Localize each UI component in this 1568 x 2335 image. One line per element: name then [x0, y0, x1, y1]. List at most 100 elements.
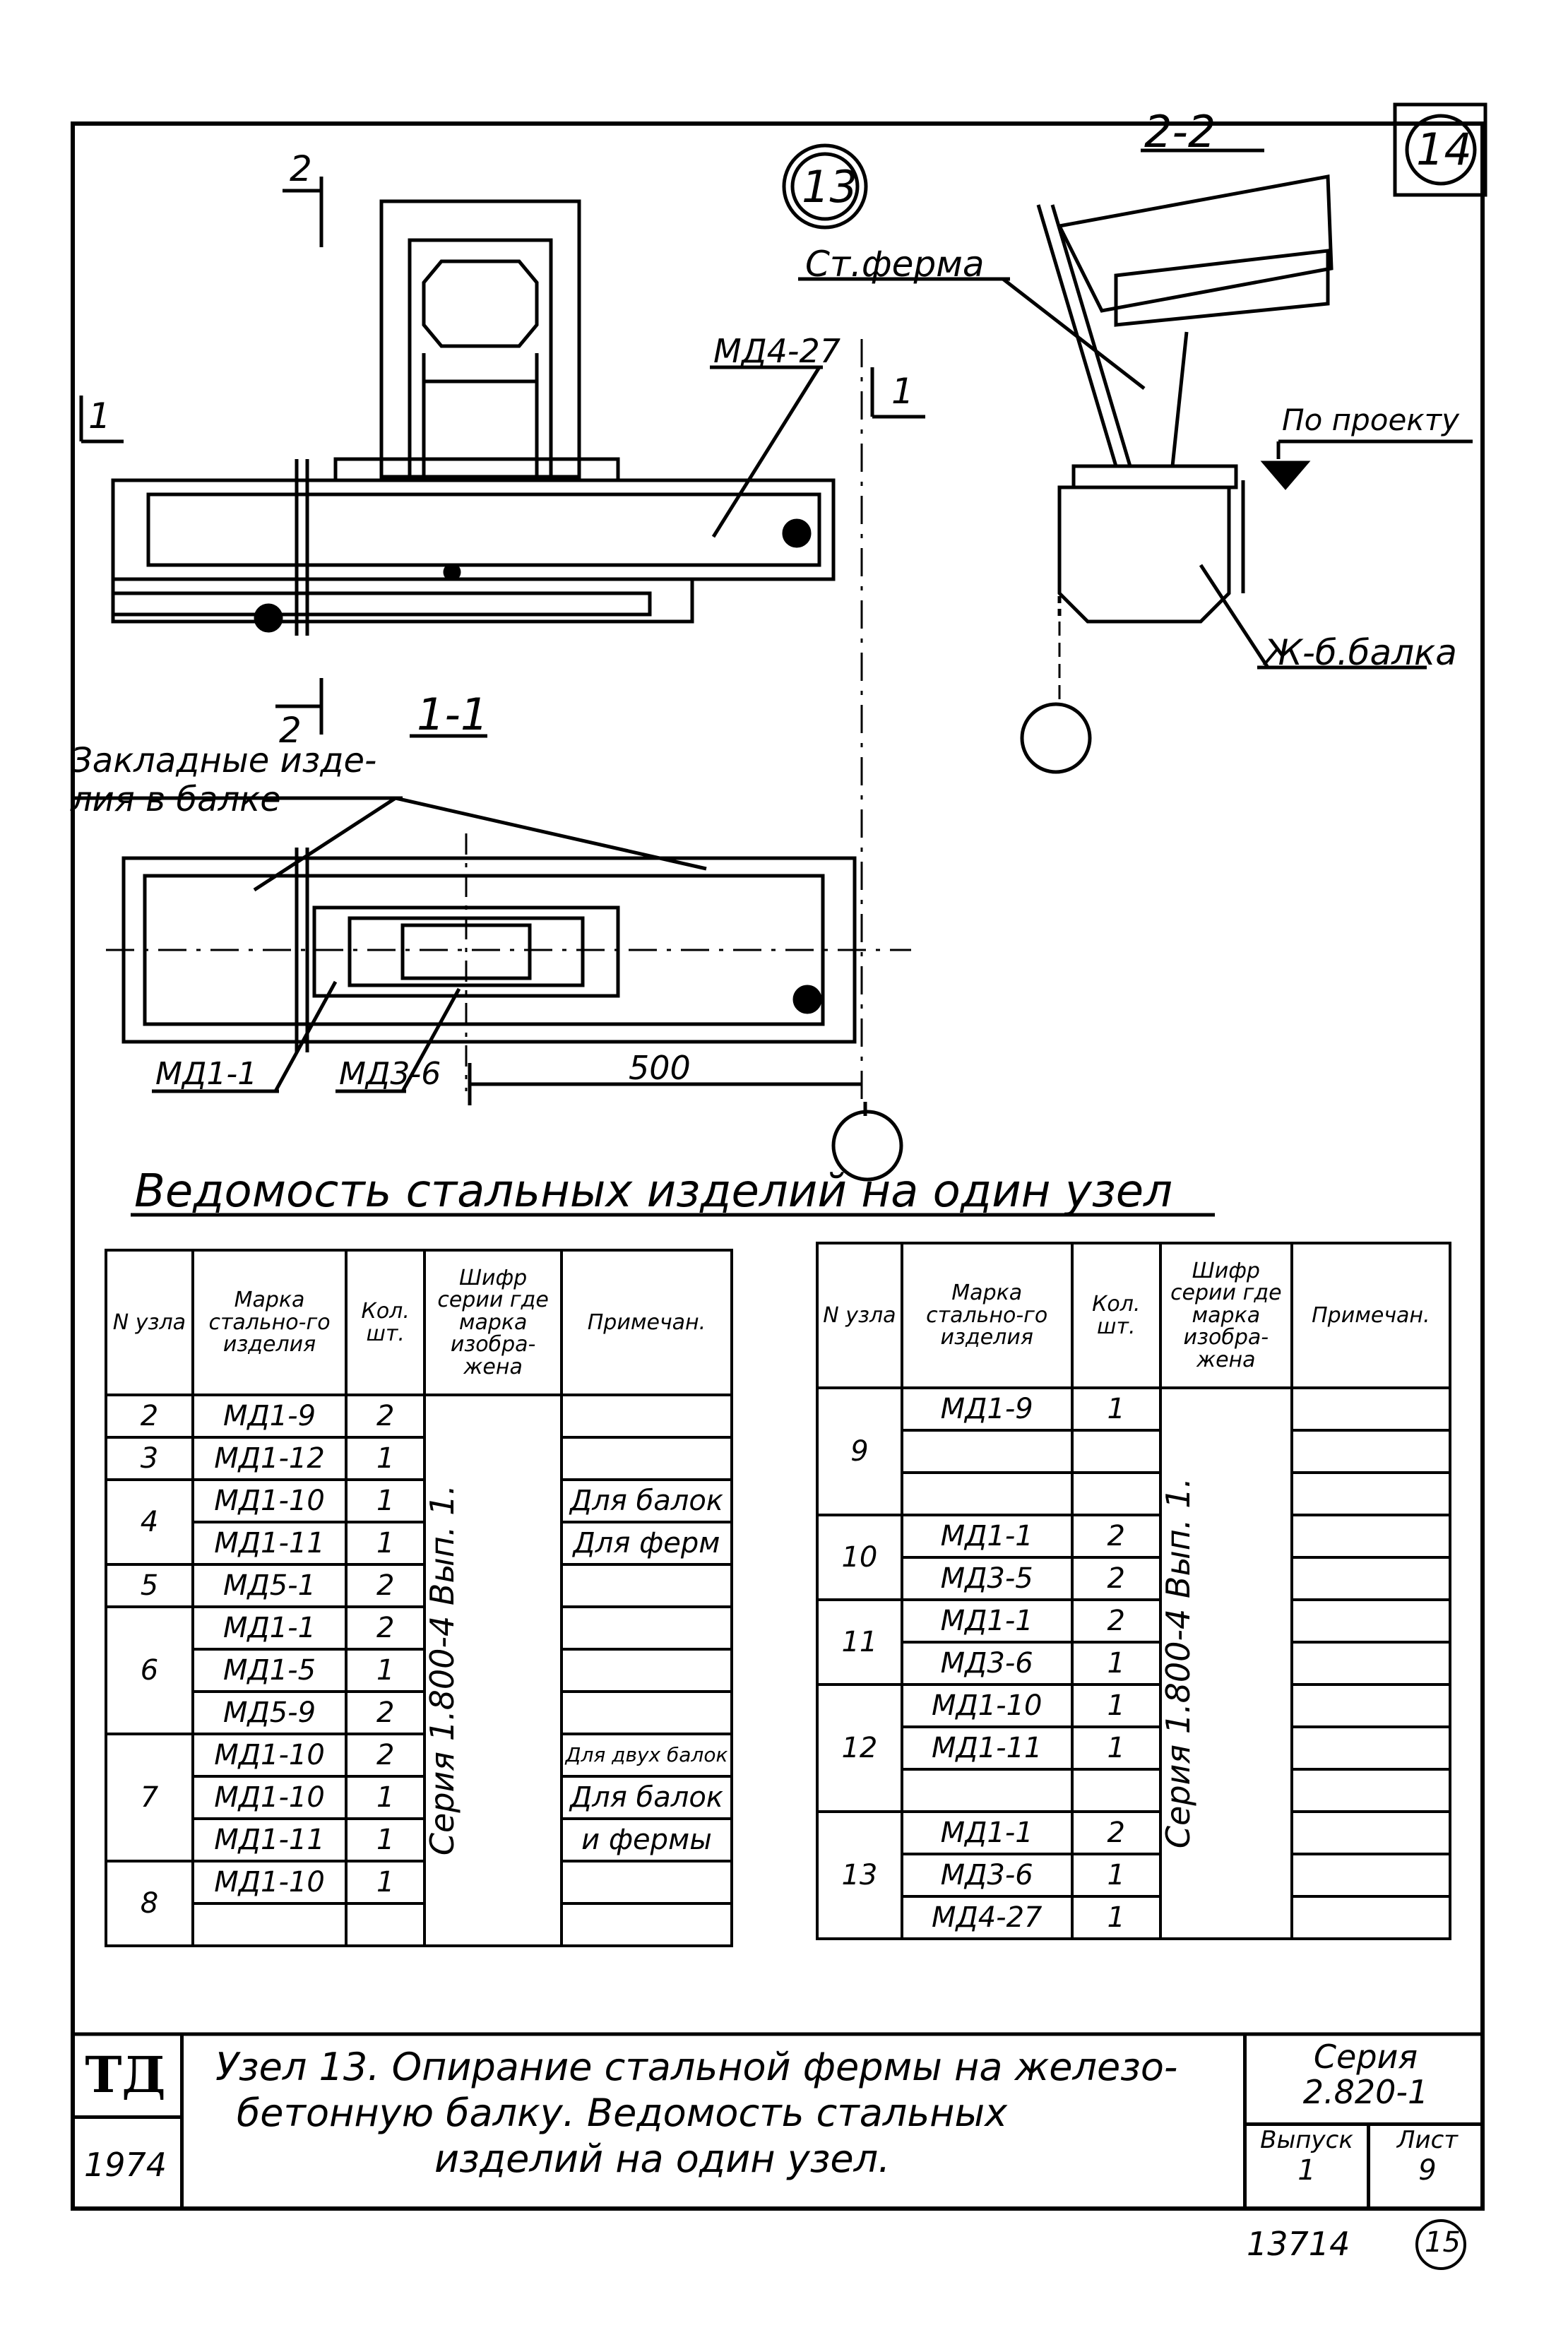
dimension-500: 500 [629, 1049, 691, 1087]
series-block: Серия 2.820-1 Выпуск 1 Лист 9 [1243, 2034, 1485, 2211]
cell-note: и фермы [559, 1817, 734, 1862]
cell-qty: 1 [345, 1817, 427, 1862]
cell-qty: 1 [1070, 1853, 1162, 1898]
table-row: МД3-5 2 [817, 1556, 1452, 1601]
title-block-org-cell: ТД 1974 [71, 2034, 184, 2211]
table-row: 5 МД5-1 2 [105, 1563, 734, 1608]
table-row [817, 1429, 1452, 1474]
axis-marker-right [1020, 702, 1092, 774]
cell-mark: МД1-11 [900, 1725, 1074, 1771]
table-header-row: N узла Марка стально-го изделия Кол. шт.… [816, 1242, 1452, 1389]
cell-qty: 1 [1070, 1641, 1162, 1686]
cell-mark: МД1-1 [900, 1810, 1074, 1855]
cell-qty: 1 [345, 1478, 427, 1523]
table-row: 13 МД1-1 2 [816, 1810, 1452, 1940]
cell-qty: 2 [345, 1394, 427, 1439]
header-mark: Марка стально-го изделия [900, 1242, 1074, 1389]
series-label: Серия [1313, 2038, 1418, 2076]
cell-node: 11 [816, 1598, 903, 1686]
table-row: МД1-10 1 Для балок [106, 1775, 734, 1820]
cell-qty: 2 [345, 1690, 427, 1735]
footer-page: 15 [1425, 2226, 1461, 2259]
header-note: Примечан. [1290, 1242, 1452, 1389]
label-per-project: По проекту [1282, 403, 1459, 437]
table-row: МД1-11 1 и фермы [106, 1817, 734, 1862]
cell-mark: МД1-10 [191, 1478, 348, 1523]
label-md1-1: МД1-1 [155, 1056, 258, 1092]
series-value: 2.820-1 [1302, 2073, 1429, 2111]
cell-mark: МД1-10 [191, 1860, 348, 1905]
table-row: 3 МД1-12 1 [105, 1436, 734, 1481]
column-inner [408, 238, 553, 479]
cell-series: Серия 1.800-4 Вып. 1. [1159, 1386, 1293, 1940]
cell-note: Для ферм [559, 1521, 734, 1566]
cell-node: 2 [105, 1394, 194, 1439]
header-series: Шифр серии где марка изобра-жена [423, 1249, 563, 1396]
header-node: N узла [105, 1249, 194, 1396]
label-rc-beam: Ж-б.балка [1264, 632, 1457, 673]
table-row: 9 МД1-9 1 Серия 1.800-4 Вып. 1. [816, 1386, 1452, 1940]
cell-note [1290, 1556, 1452, 1601]
cell-mark: МД1-1 [900, 1598, 1074, 1644]
header-qty: Кол. шт. [345, 1249, 427, 1396]
cell-mark [900, 1471, 1074, 1516]
cell-qty: 1 [345, 1436, 427, 1481]
cell-note [1290, 1895, 1452, 1940]
cell-qty: 1 [345, 1775, 427, 1820]
cell-mark [900, 1768, 1074, 1813]
cell-mark: МД1-11 [191, 1817, 348, 1862]
table-row: 2 МД1-9 2 Серия 1.800-4 Вып. 1. [105, 1394, 734, 1947]
cell-mark: МД5-9 [191, 1690, 348, 1735]
cell-note [1290, 1641, 1452, 1686]
rc-beam-section [1057, 485, 1231, 624]
cell-mark: МД1-5 [191, 1648, 348, 1693]
cell-mark: МД1-10 [191, 1733, 348, 1778]
cell-qty: 1 [345, 1521, 427, 1566]
table-row: МД1-11 1 Для ферм [106, 1521, 734, 1566]
issue-label: Выпуск [1260, 2126, 1353, 2154]
year: 1974 [83, 2146, 167, 2184]
cell-node: 9 [816, 1386, 903, 1516]
node-badge-inner [790, 152, 860, 221]
cell-note [559, 1902, 734, 1947]
table-row: 12 МД1-10 1 [816, 1683, 1452, 1813]
cell-qty: 2 [345, 1605, 427, 1651]
cell-note [1290, 1768, 1452, 1813]
section-mark-1-right: 1 [891, 371, 914, 412]
cell-mark: МД1-9 [191, 1394, 348, 1439]
table-row [817, 1768, 1452, 1813]
cell-series: Серия 1.800-4 Вып. 1. [423, 1394, 563, 1947]
cell-qty: 1 [345, 1860, 427, 1905]
cell-note [1290, 1598, 1452, 1644]
header-mark: Марка стально-го изделия [191, 1249, 348, 1396]
cell-qty: 1 [1070, 1683, 1162, 1728]
section-11-title: 1-1 [417, 689, 489, 740]
node-badge-number: 13 [802, 161, 857, 213]
section-22-title: 2-2 [1144, 106, 1216, 158]
cell-note: Для балок [559, 1775, 734, 1820]
description-line-3: изделий на один узел. [434, 2136, 891, 2181]
series-text-left: Серия 1.800-4 Вып. 1. [423, 1485, 462, 1856]
cell-note [559, 1436, 734, 1481]
label-md3-6: МД3-6 [339, 1056, 441, 1092]
cell-qty: 1 [1070, 1895, 1162, 1940]
cell-node: 3 [105, 1436, 194, 1481]
cell-node: 7 [105, 1733, 194, 1862]
cell-mark [900, 1429, 1074, 1474]
table-row [817, 1471, 1452, 1516]
cell-note [559, 1605, 734, 1651]
cell-qty [1070, 1471, 1162, 1516]
cell-qty [1070, 1429, 1162, 1474]
cell-node: 10 [816, 1514, 903, 1601]
axis-marker-bottom [831, 1110, 903, 1182]
cell-mark: МД3-5 [900, 1556, 1074, 1601]
cell-qty: 1 [345, 1648, 427, 1693]
cell-mark: МД1-12 [191, 1436, 348, 1481]
table-row: 6 МД1-1 2 [105, 1605, 734, 1735]
cell-qty: 2 [345, 1733, 427, 1778]
sheet-value: 9 [1418, 2154, 1437, 2187]
description-line-1: Узел 13. Опирание стальной фермы на желе… [215, 2045, 1178, 2089]
column-section [422, 259, 539, 348]
table-row: 8 МД1-10 1 [105, 1860, 734, 1947]
cell-note: Для двух балок [559, 1733, 734, 1778]
